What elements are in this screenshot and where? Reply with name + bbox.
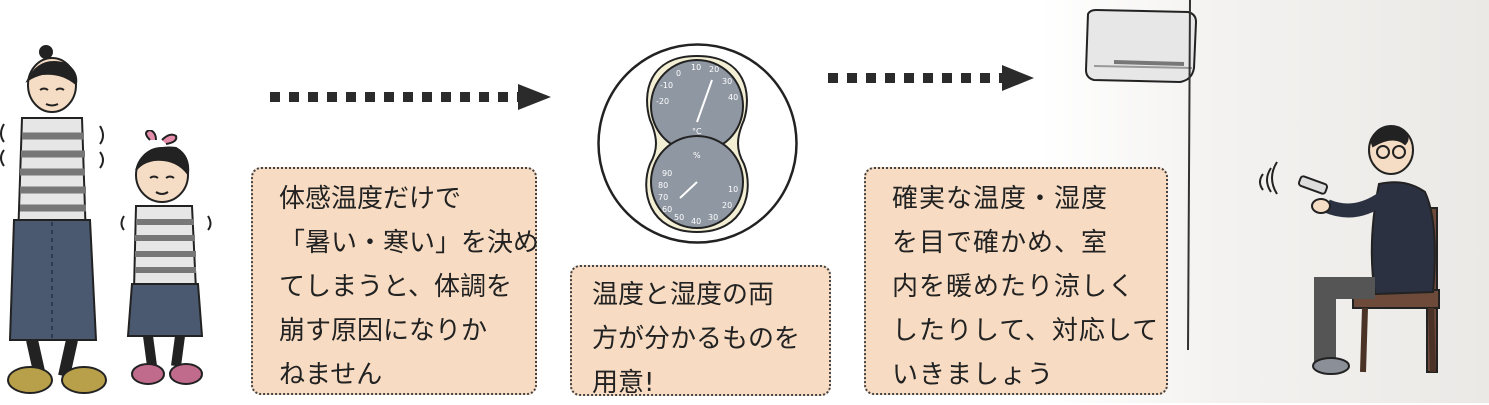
temperature-needle (696, 79, 713, 123)
note-line: したりして、対応して (892, 316, 1160, 346)
note-line: てしまうと、体調を (279, 272, 512, 302)
temp-tick-0: 0 (676, 69, 681, 78)
temp-tick-20: 20 (709, 65, 719, 74)
note-line: 体感温度だけで (279, 184, 462, 214)
man-with-remote-illustration (1259, 125, 1440, 375)
note-line: 温度と湿度の両 (592, 280, 775, 310)
note-line: 崩す原因になりか (279, 316, 488, 346)
hum-tick-70: 70 (658, 193, 668, 202)
shivering-girl-illustration (120, 130, 212, 385)
body-sense-warning-note: 体感温度だけで 「暑い・寒い」を決め てしまうと、体調を 崩す原因になりか ねま… (251, 167, 540, 395)
hum-tick-60: 60 (662, 205, 672, 214)
arrow-right-icon (270, 84, 551, 110)
shivering-mother-illustration (0, 45, 107, 394)
note-line: 「暑い・寒い」を決め (279, 228, 540, 258)
temp-tick-40: 40 (728, 93, 738, 102)
note-line: 方が分かるものを (592, 324, 801, 354)
hum-tick-10: 10 (728, 185, 738, 194)
action-advice-note: 確実な温度・湿度 を目で確かめ、室 内を暖めたり涼しく したりして、対応して い… (864, 167, 1168, 395)
hum-unit: % (693, 151, 701, 160)
hum-tick-50: 50 (674, 213, 684, 222)
air-conditioner (1084, 8, 1198, 84)
note-line: 用意! (592, 368, 655, 398)
note-line: いきましょう (892, 360, 1055, 390)
wall-corner (1187, 0, 1191, 350)
temp-tick-neg10: -10 (660, 81, 673, 90)
mother-figure (0, 45, 107, 394)
temp-tick-10: 10 (691, 63, 701, 72)
hum-tick-20: 20 (722, 201, 732, 210)
temp-tick-neg20: -20 (656, 97, 669, 106)
temp-unit: °C (692, 127, 702, 136)
note-line: ねません (279, 360, 383, 390)
temp-tick-30: 30 (722, 77, 732, 86)
hum-tick-30: 30 (708, 213, 718, 222)
humidity-needle (679, 181, 698, 199)
hum-tick-80: 80 (658, 181, 668, 190)
thermo-hygrometer: 0 10 20 30 40 -10 -20 °C 90 80 70 60 50 … (597, 43, 798, 244)
hum-tick-90: 90 (662, 169, 672, 178)
man-figure (1259, 125, 1440, 375)
hum-tick-40: 40 (691, 217, 701, 226)
girl-figure (120, 130, 212, 385)
note-line: 内を暖めたり涼しく (892, 272, 1136, 302)
arrow-right-icon (828, 65, 1034, 91)
note-line: を目で確かめ、室 (892, 228, 1109, 258)
note-line: 確実な温度・湿度 (892, 184, 1109, 214)
gauge-tip-note: 温度と湿度の両 方が分かるものを 用意! (570, 265, 831, 398)
